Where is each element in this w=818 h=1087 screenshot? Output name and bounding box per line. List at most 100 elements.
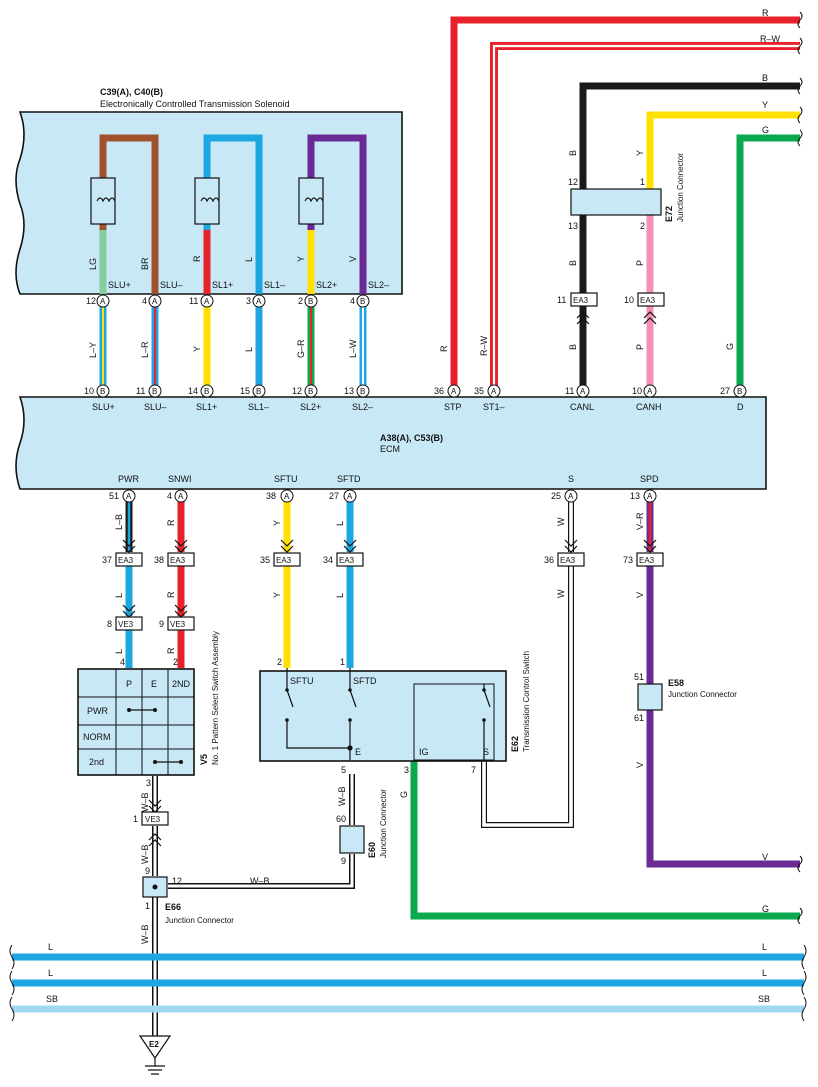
svg-text:S: S (483, 747, 489, 757)
svg-text:P: P (126, 679, 132, 689)
svg-text:SFTU: SFTU (290, 676, 314, 686)
svg-text:SLU+: SLU+ (92, 402, 115, 412)
v5-caption: No. 1 Pattern Select Switch Assembly (211, 631, 220, 765)
ve3-connectors: VE3 8 VE3 9 (107, 604, 195, 631)
svg-text:8: 8 (107, 619, 112, 629)
ground-wire-labels: W–B W–B W–B W–B W–B G (140, 786, 409, 944)
svg-text:W–B: W–B (140, 924, 150, 944)
wire-b-canl (579, 82, 800, 388)
svg-text:11: 11 (557, 295, 566, 305)
svg-text:9: 9 (159, 619, 164, 629)
ea3-lower-wire-labels: L R Y L W V (114, 589, 645, 598)
svg-text:E: E (151, 679, 157, 689)
svg-text:E60: E60 (367, 842, 377, 858)
svg-text:W: W (556, 517, 566, 526)
right-wire-label-y: Y (762, 100, 768, 110)
svg-text:D: D (737, 402, 744, 412)
svg-text:B: B (308, 387, 313, 396)
svg-text:13: 13 (630, 491, 640, 501)
svg-text:ST1–: ST1– (483, 402, 505, 412)
svg-text:37: 37 (102, 555, 112, 565)
svg-text:L–B: L–B (114, 514, 124, 530)
svg-text:VE3: VE3 (118, 620, 134, 629)
svg-text:Y: Y (272, 592, 282, 598)
svg-text:SFTD: SFTD (353, 676, 377, 686)
svg-text:L–Y: L–Y (88, 342, 98, 358)
svg-text:L: L (335, 521, 345, 526)
e62-caption: Transmission Control Switch (522, 651, 531, 752)
svg-text:A: A (204, 297, 210, 306)
svg-text:L: L (114, 649, 124, 654)
svg-text:B: B (256, 387, 261, 396)
svg-text:27: 27 (329, 491, 339, 501)
svg-text:L: L (48, 942, 53, 952)
svg-text:4: 4 (120, 657, 125, 667)
svg-text:Junction Connector: Junction Connector (165, 916, 234, 925)
svg-text:STP: STP (444, 402, 462, 412)
svg-text:V–R: V–R (635, 512, 645, 530)
solenoid-coil-slu (90, 134, 159, 294)
svg-text:A: A (347, 492, 353, 501)
wire-label: BR (140, 257, 150, 270)
svg-text:W: W (556, 589, 566, 598)
svg-text:E: E (355, 747, 361, 757)
svg-text:R: R (439, 345, 449, 352)
right-wire-label-g: G (762, 125, 769, 135)
svg-text:IG: IG (419, 747, 429, 757)
e60-connector: 60 9 E60 Junction Connector (336, 789, 388, 866)
e62-switch (259, 668, 507, 762)
svg-text:2: 2 (277, 657, 282, 667)
svg-text:Junction Connector: Junction Connector (379, 789, 388, 858)
svg-text:A: A (580, 387, 586, 396)
wire-rw-st1 (490, 42, 800, 388)
svg-text:W–B: W–B (250, 876, 270, 886)
svg-text:1: 1 (340, 657, 345, 667)
svg-text:S: S (568, 474, 574, 484)
svg-text:L: L (48, 968, 53, 978)
svg-text:L: L (762, 942, 767, 952)
svg-text:G: G (725, 343, 735, 350)
svg-text:EA3: EA3 (573, 296, 589, 305)
svg-text:2nd: 2nd (89, 757, 104, 767)
bus-lines (9, 944, 807, 1022)
svg-text:2ND: 2ND (172, 679, 191, 689)
svg-text:PWR: PWR (118, 474, 139, 484)
ecm-box (15, 396, 767, 490)
solenoid-wire-labels: LG BR R L Y V (88, 255, 358, 270)
svg-text:EA3: EA3 (118, 556, 134, 565)
wire-spd (646, 500, 800, 868)
svg-text:P: P (635, 260, 645, 266)
svg-text:B: B (568, 150, 578, 156)
svg-text:L–W: L–W (348, 339, 358, 358)
svg-text:25: 25 (551, 491, 561, 501)
svg-text:9: 9 (341, 856, 346, 866)
svg-text:SLU+: SLU+ (108, 280, 131, 290)
ground-symbol: E2 (138, 1035, 172, 1075)
ea3-can-canl: EA3 11 (557, 292, 598, 325)
wire-label: V (348, 256, 358, 262)
svg-text:4: 4 (350, 296, 355, 306)
svg-text:A: A (256, 297, 262, 306)
e62-id: E62 (510, 736, 520, 752)
svg-text:W–B: W–B (337, 786, 347, 806)
right-out-label-g: G (762, 904, 769, 914)
svg-text:3: 3 (246, 296, 251, 306)
svg-text:L–R: L–R (140, 341, 150, 358)
svg-text:Junction Connector: Junction Connector (668, 690, 737, 699)
svg-text:VE3: VE3 (145, 815, 161, 824)
svg-text:G–R: G–R (296, 339, 306, 358)
wire-break-marks (797, 11, 803, 147)
svg-text:36: 36 (544, 555, 554, 565)
svg-text:L: L (244, 347, 254, 352)
svg-text:Y: Y (272, 520, 282, 526)
svg-text:EA3: EA3 (339, 556, 355, 565)
wire-label: L (244, 257, 254, 262)
svg-text:B: B (360, 387, 365, 396)
wire-label: R (192, 255, 202, 262)
svg-text:3: 3 (146, 778, 151, 788)
svg-text:A: A (647, 492, 653, 501)
svg-text:SLU–: SLU– (144, 402, 167, 412)
svg-text:SFTD: SFTD (337, 474, 361, 484)
svg-text:2: 2 (173, 657, 178, 667)
e72-id: E72 (664, 206, 674, 222)
